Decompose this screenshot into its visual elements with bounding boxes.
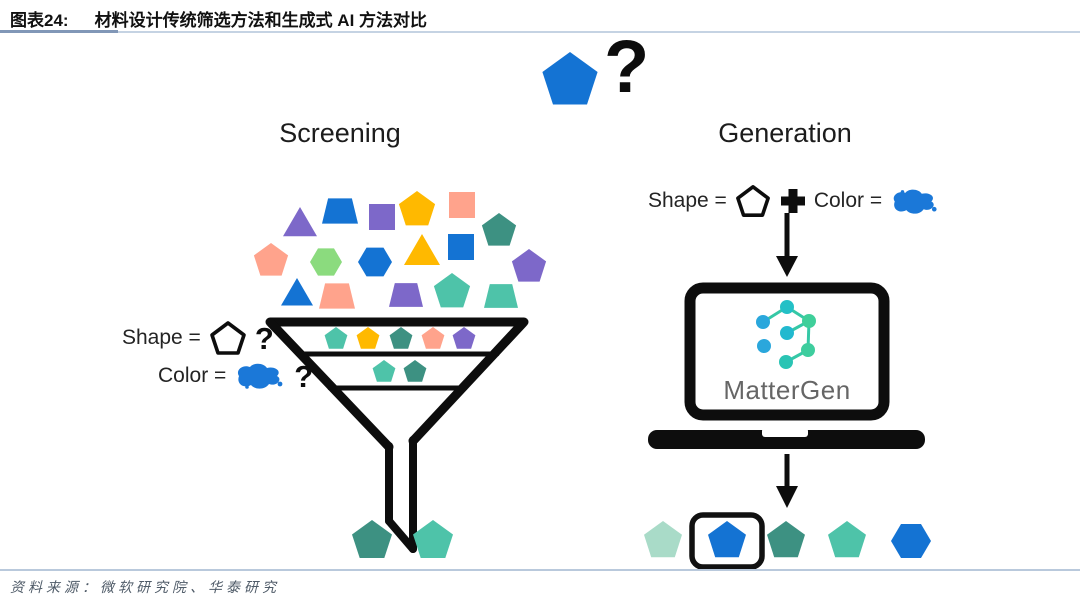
generation-output-pentagon-teal_dark (767, 521, 805, 558)
down-arrow-bottom-icon (776, 454, 798, 508)
screening-color-criterion: Color = ? (158, 360, 313, 392)
generation-output-pentagon-teal (828, 521, 866, 558)
header-rule-accent (0, 30, 118, 33)
generation-output-pentagon-blue (708, 521, 746, 558)
funnel-output-pentagon-teal (413, 520, 453, 558)
funnel-tier1-pentagon-purple (452, 327, 476, 349)
mattergen-logo-node (802, 314, 816, 328)
candidate-shape-square-blue (448, 234, 474, 260)
candidate-shape-triangle-yellow (404, 234, 440, 265)
source-note: 资料来源：微软研究院、华泰研究 (10, 580, 280, 596)
candidate-shape-pentagon-salmon (253, 243, 289, 276)
figure-header: 图表24: 材料设计传统筛选方法和生成式 AI 方法对比 (10, 6, 427, 31)
figure-title: 材料设计传统筛选方法和生成式 AI 方法对比 (94, 11, 428, 30)
mattergen-logo-node (779, 355, 793, 369)
generation-condition: Shape = Color = (648, 184, 941, 218)
paint-dab-icon (238, 363, 283, 389)
generation-title: Generation (718, 118, 852, 148)
mattergen-logo-edge (786, 305, 810, 323)
candidate-shape-triangle-purple (283, 207, 317, 237)
candidate-shape-pentagon-teal (433, 273, 471, 308)
candidate-shape-trapezoid-salmon (319, 283, 355, 309)
generation-output-hexagon-blue (891, 524, 931, 558)
mattergen-logo-node (757, 339, 771, 353)
figure-label: 图表24: (10, 11, 69, 30)
color-question-mark: ? (294, 358, 314, 394)
gen-color-equals-label: Color = (813, 189, 883, 212)
candidate-shape-hexagon-green (310, 248, 342, 276)
funnel-tier1-pentagon-teal_dark (389, 327, 413, 349)
candidate-shape-trapezoid-blue (322, 198, 358, 224)
paint-dab-icon (893, 189, 937, 214)
color-equals-label: Color = (158, 364, 227, 387)
candidate-shape-pentagon-purple (511, 249, 547, 282)
candidate-shape-triangle-blue (281, 278, 313, 306)
funnel-tier1-pentagon-salmon (421, 327, 445, 349)
funnel-tier1-pentagon-teal (324, 327, 348, 349)
screening-shape-criterion: Shape = ? (122, 320, 274, 356)
candidate-shape-hexagon-blue (358, 247, 392, 277)
candidate-shape-square-purple (369, 204, 395, 230)
mattergen-logo-node (780, 300, 794, 314)
mattergen-logo-node (801, 343, 815, 357)
shape-question-mark: ? (254, 320, 274, 356)
mattergen-logo-node (756, 315, 770, 329)
candidate-shape-pentagon-yellow (398, 191, 436, 226)
footer-rule (0, 569, 1080, 571)
funnel-output-pentagon-teal_dark (352, 520, 392, 558)
candidate-shape-square-salmon (449, 192, 475, 218)
funnel-icon (265, 317, 529, 553)
mattergen-logo-edge (786, 319, 810, 335)
pentagon-outline-icon (735, 185, 770, 217)
gen-shape-equals-label: Shape = (648, 189, 727, 212)
plus-icon (780, 189, 805, 213)
selected-output-box (689, 512, 765, 570)
candidate-shape-trapezoid-teal (484, 284, 518, 308)
query-pentagon (542, 52, 598, 105)
query-question-mark: ? (604, 25, 650, 108)
header-rule (0, 30, 1080, 33)
funnel-tier2-pentagon-teal_dark (403, 360, 427, 382)
mattergen-logo-edge (806, 320, 811, 351)
funnel-tier2-pentagon-teal (372, 360, 396, 382)
shape-equals-label: Shape = (122, 326, 201, 349)
down-arrow-top-icon (776, 213, 798, 277)
candidate-shape-pentagon-teal_dark (481, 213, 517, 246)
generation-output-pentagon-pale_teal (644, 521, 682, 558)
mattergen-logo-node (780, 326, 794, 340)
pentagon-outline-icon (210, 321, 246, 355)
mattergen-logo-edge (785, 348, 809, 364)
funnel-tier1-pentagon-yellow (356, 327, 380, 349)
mattergen-app-name: MatterGen (723, 375, 851, 405)
screening-title: Screening (279, 118, 401, 148)
laptop-icon (648, 282, 925, 449)
mattergen-logo-edge (762, 305, 788, 324)
candidate-shape-trapezoid-purple (389, 283, 423, 307)
